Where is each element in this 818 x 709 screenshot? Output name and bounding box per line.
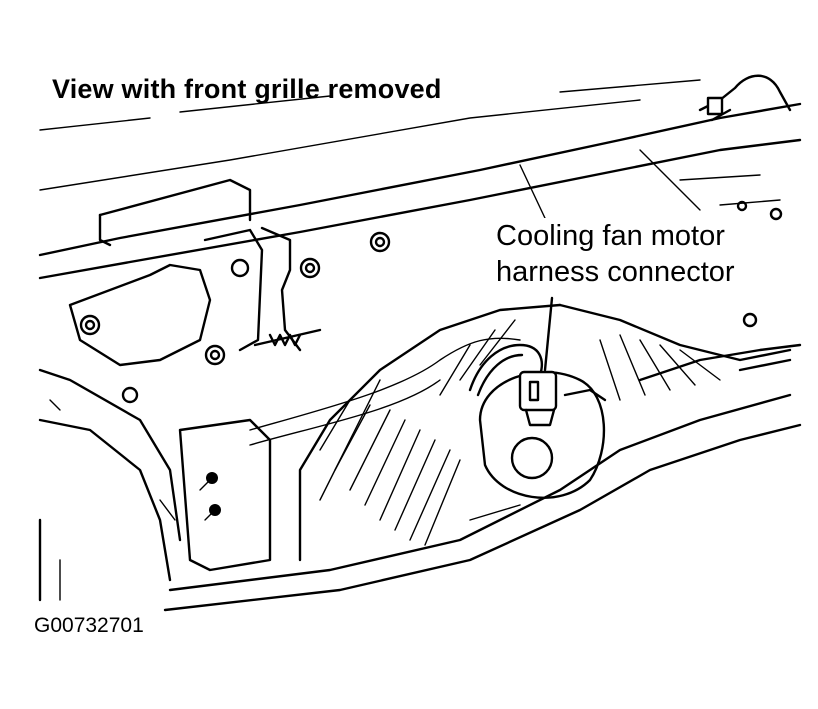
lower-support-bracket — [178, 418, 272, 572]
cooling-fan-motor — [478, 371, 607, 499]
upper-hose — [698, 74, 792, 122]
hood-latch — [253, 226, 391, 352]
figure-id: G00732701 — [34, 614, 144, 637]
lower-frame-rail — [38, 200, 802, 612]
harness-connector — [468, 296, 558, 427]
connector-callout-label: Cooling fan motor harness connector — [494, 218, 737, 290]
radiator-core-support-top — [38, 79, 802, 280]
left-bracket-panel — [38, 178, 264, 582]
callout-line-1: Cooling fan motor — [496, 220, 725, 252]
callout-line-2: harness connector — [496, 256, 735, 288]
fan-shroud — [298, 303, 792, 562]
diagram-title: View with front grille removed — [52, 74, 442, 104]
